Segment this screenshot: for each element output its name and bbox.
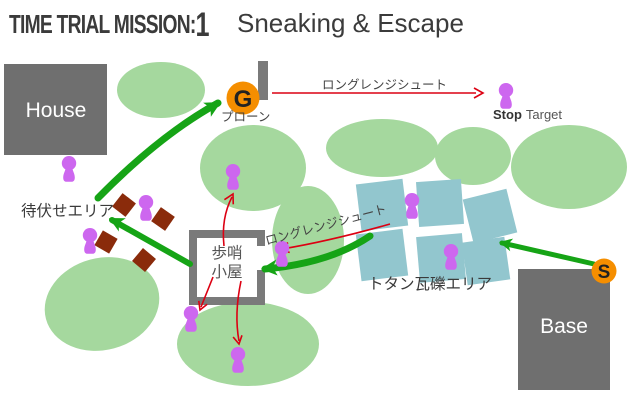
title-subtitle: Sneaking & Escape xyxy=(237,8,464,38)
house-label: House xyxy=(26,99,87,122)
shot-arrowhead xyxy=(473,87,485,99)
route-arrow-to-hut xyxy=(261,232,374,273)
player-target-figure xyxy=(82,228,98,254)
shot-arrowhead xyxy=(197,300,208,312)
base-label: Base xyxy=(540,315,588,338)
sentry-hut-interior xyxy=(197,238,257,297)
route-arrowheads xyxy=(109,102,514,276)
obstacle-block xyxy=(132,248,156,272)
building-group xyxy=(4,61,610,390)
page-title: TIME TRIAL MISSION:1 Sneaking & Escape xyxy=(0,0,630,46)
rubble-panel xyxy=(355,228,409,282)
long-range-shot-label-top: ロングレンジシュート xyxy=(322,78,447,92)
stop-target-label: Stop Target xyxy=(493,107,562,122)
sentry-hut-label-line1: 歩哨 xyxy=(211,244,242,262)
sentry-hut-doorway xyxy=(256,246,266,270)
route-arrowhead xyxy=(109,218,126,232)
rubble-panel xyxy=(461,236,511,286)
title-main-text: TIME TRIAL MISSION: xyxy=(9,9,196,39)
shot-arrow-long-range-mid xyxy=(281,223,391,250)
start-marker xyxy=(591,258,617,284)
route-arrow-to-ambush xyxy=(109,217,193,267)
target-word: Target xyxy=(526,107,563,122)
obstacle-group xyxy=(94,193,175,272)
player-target-figure xyxy=(404,193,420,219)
goal-marker xyxy=(226,81,260,115)
route-arrowhead xyxy=(203,102,221,117)
base-building xyxy=(518,269,610,390)
bush-ellipse xyxy=(200,125,306,211)
title-main: TIME TRIAL MISSION:1 xyxy=(9,6,210,45)
prone-label: プローン xyxy=(221,110,270,124)
rubble-panel xyxy=(415,178,465,228)
shot-arrowhead xyxy=(223,192,235,205)
stop-word: Stop xyxy=(493,107,522,122)
house-building xyxy=(4,64,107,155)
sentry-hut xyxy=(189,230,266,305)
rubble-panel xyxy=(462,188,518,244)
shot-arrow-hut-down xyxy=(236,280,242,342)
ambush-area-label: 待伏せエリア xyxy=(21,202,114,220)
shot-arrowhead xyxy=(232,335,243,346)
route-arrow-group xyxy=(94,99,597,273)
route-arrowhead xyxy=(499,238,514,252)
route-arrowhead xyxy=(261,259,278,276)
goal-letter: G xyxy=(234,86,253,113)
bush-ellipse xyxy=(177,302,319,386)
wall-barrier xyxy=(258,61,268,100)
player-target-figure xyxy=(61,156,77,182)
bush-ellipse xyxy=(511,125,627,209)
rubble-panel xyxy=(355,178,409,232)
bush-ellipse xyxy=(117,62,205,118)
player-target-figure xyxy=(138,195,154,221)
route-arrow-from-start xyxy=(499,240,597,267)
obstacle-block xyxy=(94,230,118,254)
obstacle-block xyxy=(112,193,136,217)
bush-ellipse xyxy=(44,257,160,351)
route-arrow-to-goal xyxy=(94,99,222,202)
obstacle-block xyxy=(151,207,175,231)
shot-arrow-hut-downleft xyxy=(200,276,214,308)
shot-arrow-hut-up xyxy=(222,196,233,247)
title-mission-number: 1 xyxy=(195,6,210,44)
player-target-figure xyxy=(498,83,514,109)
bush-ellipse xyxy=(435,127,511,185)
tin-rubble-area-label: トタン瓦礫エリア xyxy=(368,275,492,293)
sentry-hut-label-line2: 小屋 xyxy=(211,263,242,281)
rubble-group xyxy=(355,178,518,286)
start-letter: S xyxy=(598,262,611,283)
bush-ellipse xyxy=(326,119,438,177)
marker-group xyxy=(226,81,617,284)
